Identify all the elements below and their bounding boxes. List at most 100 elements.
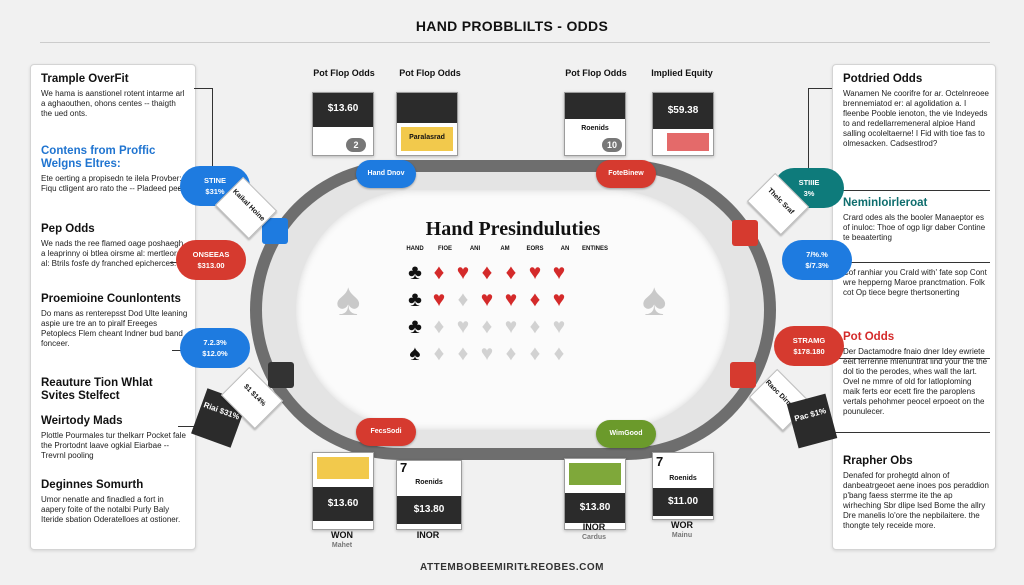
dark-square	[268, 362, 294, 388]
stack-value-band: $13.60	[313, 93, 373, 127]
title-divider	[40, 42, 990, 43]
left-heading: Deginnes Somurth	[41, 479, 144, 491]
stack-value-band: $11.00	[653, 488, 713, 516]
footer-url: ATTEMBOBEEMIRITŁREOBES.COM	[420, 562, 604, 573]
stack-value: Paralasrad	[409, 134, 445, 141]
blue-square	[262, 218, 288, 244]
green-card	[569, 463, 621, 485]
right-heading: Pot Odds	[843, 331, 895, 343]
connector-line	[826, 358, 990, 359]
stack-value: $59.38	[667, 105, 699, 116]
stack-caption: INOR	[416, 530, 440, 540]
stack-value: $11.00	[667, 496, 699, 507]
stack-label: Roenids	[669, 475, 697, 482]
stack-card: $13.60	[312, 452, 374, 530]
diamond-icon: ♦	[529, 342, 541, 365]
diamond-icon: ♦	[433, 342, 445, 365]
heart-icon: ♥	[456, 315, 470, 338]
stack-value: $13.80	[579, 502, 611, 513]
stack-card: $59.38	[652, 92, 714, 156]
hand-probabilities-title: Hand Presinduluties	[425, 218, 601, 240]
chip-label: FoteBinew	[596, 160, 656, 188]
left-section-6: Weirtody Mads Plottle Pourmales tur thel…	[41, 415, 189, 461]
column-header: AN	[560, 246, 570, 252]
side-tag: ONSEEAS $313.00	[176, 240, 246, 280]
heart-icon: ♥	[480, 288, 494, 311]
left-info-panel: Trample OverFit We hama is aanstionel ro…	[30, 64, 196, 550]
tag-top: STIIIE	[798, 178, 820, 187]
column-header: ENTINES	[581, 246, 608, 252]
stack-band	[397, 93, 457, 123]
heart-icon: ♥	[504, 315, 518, 338]
stack-card: Paralasrad	[396, 92, 458, 156]
red-card	[667, 133, 709, 151]
yellow-card	[317, 457, 369, 479]
left-body: Umor nenatle and finadled a fort in aape…	[41, 495, 181, 524]
diamond-icon: ♦	[433, 315, 445, 338]
stack-value-band: $13.80	[397, 496, 461, 524]
stack-value-band: $59.38	[653, 93, 713, 129]
chip-count: 10	[602, 138, 622, 152]
diamond-icon: ♦	[529, 288, 541, 311]
stack-caption: WOR	[671, 520, 693, 530]
stack-label: Pot Flop Odds	[565, 68, 627, 78]
tag-top: 7.2.3%	[203, 338, 227, 347]
diamond-icon: ♦	[529, 315, 541, 338]
column-header: AM	[500, 246, 510, 252]
left-body: Plottle Pourmales tur thelkarr Pocket fa…	[41, 431, 186, 460]
chip-count: 7	[656, 454, 664, 469]
card-text: Kaikal Hoine	[231, 188, 266, 223]
tag-bottom: $31%	[205, 187, 225, 196]
right-info-panel: Potdried Odds Wanamen Ne coorifre for ar…	[832, 64, 996, 550]
suit-grid: ♣ ♦ ♥ ♦ ♦ ♥ ♥ ♣ ♥ ♦ ♥ ♥ ♦ ♥ ♣ ♦ ♥ ♦ ♥ ♦ …	[403, 262, 571, 370]
connector-line	[808, 88, 832, 89]
stack-sub: Mahet	[331, 542, 353, 549]
left-heading: Trample OverFit	[41, 73, 129, 85]
page-title: HAND PROBBLILTS - ODDS	[415, 18, 609, 34]
tag-top: ONSEEAS	[192, 250, 230, 259]
stack-value-band: $13.60	[313, 487, 373, 521]
stack-caption: INOR	[582, 522, 606, 532]
left-heading: Pep Odds	[41, 223, 95, 235]
stack-value: $13.60	[327, 498, 359, 509]
right-body: Denafed for prohegtd alnon of danbeatrge…	[843, 471, 989, 530]
stack-sub: Mainu	[671, 532, 693, 539]
stack-label: Pot Flop Odds	[313, 68, 375, 78]
heart-icon: ♥	[528, 261, 542, 284]
column-header: FIOE	[437, 246, 452, 252]
left-heading: Weirtody Mads	[41, 415, 123, 427]
club-icon: ♣	[408, 315, 422, 338]
tag-bottom: $313.00	[197, 261, 225, 270]
stack-value: Roenids	[581, 125, 609, 132]
right-section-2: Neminloirleroat Crard odes als the boole…	[843, 197, 989, 243]
stack-value-band: $13.80	[565, 493, 625, 523]
left-body: We nads the ree flamed oage poshaegh a l…	[41, 239, 186, 268]
right-body: Der Dactamodre fnaio dner Idey ewriete e…	[843, 347, 988, 416]
heart-icon: ♥	[552, 288, 566, 311]
stack-sub: Cardus	[581, 534, 607, 541]
right-section-1: Potdried Odds Wanamen Ne coorifre for ar…	[843, 73, 989, 149]
left-body: Do mans as renterepsst Dod Ulte leaning …	[41, 309, 188, 348]
club-icon: ♣	[408, 288, 422, 311]
diamond-icon: ♦	[505, 342, 517, 365]
heart-icon: ♥	[504, 288, 518, 311]
right-heading: Potdried Odds	[843, 73, 923, 85]
stack-caption: WON	[331, 530, 353, 540]
diamond-icon: ♦	[433, 261, 445, 284]
chip-count: 7	[400, 460, 408, 475]
chip-label: FecsSodi	[356, 418, 416, 446]
left-heading: Contens from Proffic Welgns Eltres:	[41, 145, 156, 170]
heart-icon: ♥	[552, 261, 566, 284]
diamond-icon: ♦	[481, 315, 493, 338]
right-section-4: Pot Odds Der Dactamodre fnaio dner Idey …	[843, 331, 989, 417]
connector-line	[836, 262, 990, 263]
right-body: Cof ranhiar you Crald with' fate sop Con…	[843, 268, 987, 297]
right-body: Wanamen Ne coorifre for ar. Octelnreoee …	[843, 89, 989, 148]
left-body: Ete oerting a propisedn te ilela Provber…	[41, 174, 189, 193]
stack-label: Implied Equity	[651, 68, 713, 78]
left-section-5: Reauture Tion Whlat Svites Stelfect	[41, 377, 189, 403]
heart-icon: ♥	[456, 261, 470, 284]
diamond-icon: ♦	[505, 261, 517, 284]
side-tag: 7.2.3% $12.0%	[180, 328, 250, 368]
tag-top: 7/%.%	[806, 250, 828, 259]
